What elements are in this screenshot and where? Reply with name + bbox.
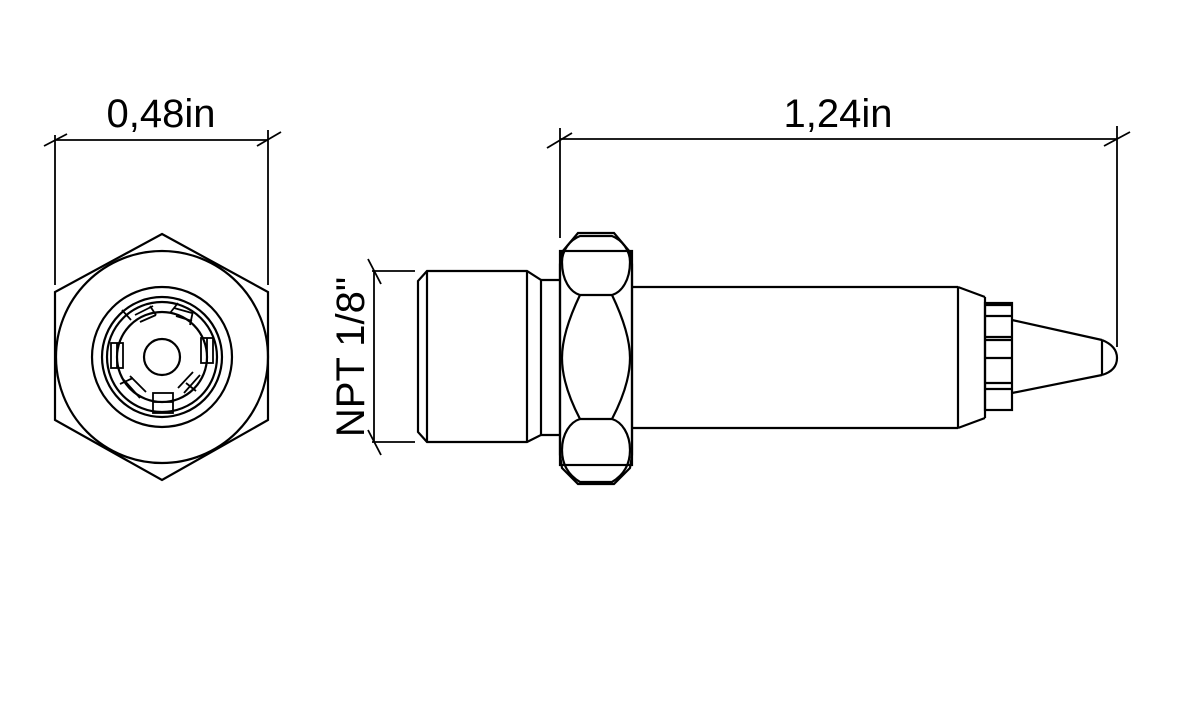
hex-nut — [558, 231, 634, 486]
side-view: 1,24in NPT 1/8" — [329, 92, 1131, 486]
center-bore — [142, 337, 182, 377]
chamfer-circle — [54, 249, 270, 465]
ring-slots — [110, 302, 214, 414]
dimension-length: 1,24in — [546, 92, 1131, 347]
knurled-collar — [983, 301, 1014, 412]
threaded-body — [416, 269, 543, 444]
dimension-length-label: 1,24in — [784, 92, 893, 136]
dimension-thread: NPT 1/8" — [329, 258, 415, 456]
barrel — [632, 285, 987, 430]
conical-tip — [1011, 318, 1119, 395]
end-view: 0,48in — [43, 92, 282, 482]
outer-ring — [90, 285, 234, 429]
slot-ring-outer — [105, 300, 219, 414]
neck — [541, 278, 560, 437]
dimension-thread-label: NPT 1/8" — [329, 277, 373, 437]
dimension-width-label: 0,48in — [107, 92, 216, 136]
middle-ring — [100, 295, 224, 419]
hex-outline — [53, 232, 270, 482]
dimension-width: 0,48in — [43, 92, 282, 285]
